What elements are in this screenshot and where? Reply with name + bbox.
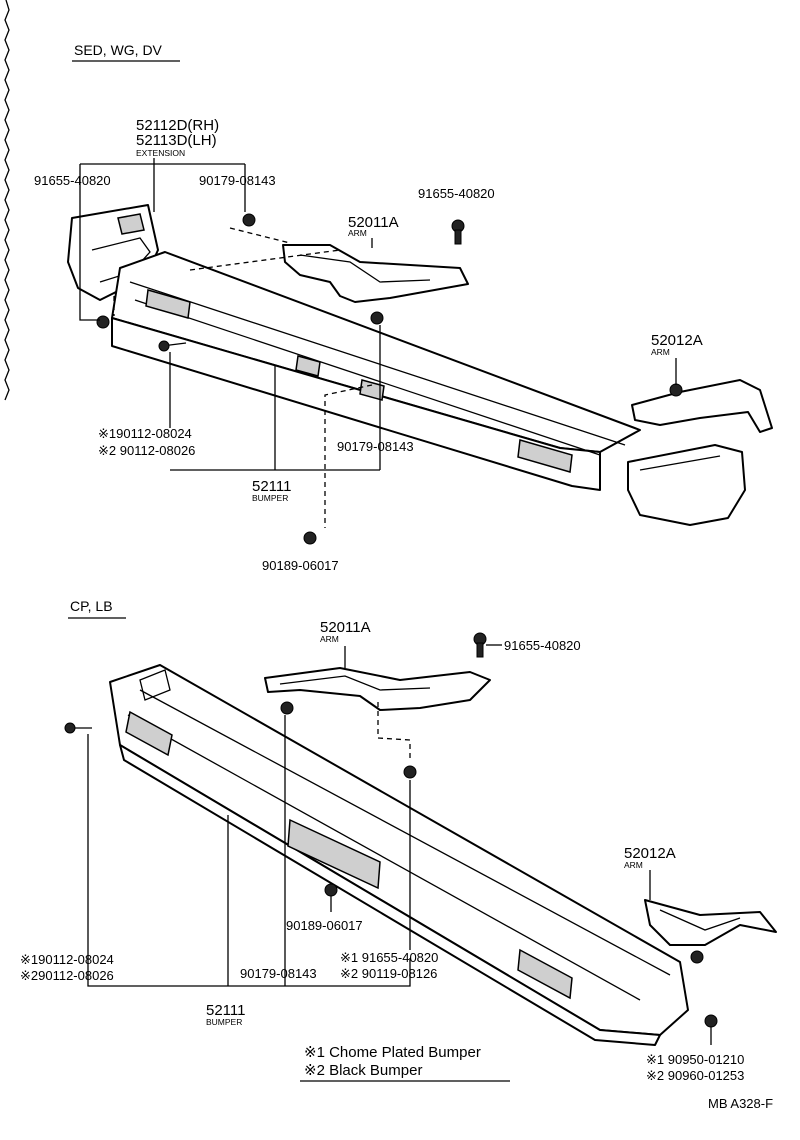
nut-lower-top-icon (370, 311, 384, 325)
label-clip-bottom: 90189-06017 (286, 918, 363, 933)
nut-bottom-icon (280, 701, 294, 715)
corner-cap-right (627, 444, 746, 526)
label-arm-right-no-bottom: 52012A (624, 845, 676, 862)
leader-dash-bottom1 (377, 702, 411, 760)
leader-dash-top1 (229, 227, 291, 244)
bumper-bottom-plate (287, 818, 381, 890)
bumper-bottom-lamp-right (517, 948, 573, 1000)
bumper-top-slot-mid (295, 355, 321, 377)
label-arm-left-name-bottom: ARM (320, 634, 339, 644)
label-bolt-a2-top: ※2 90112-08026 (98, 443, 195, 458)
leader-dash-top3 (324, 384, 373, 528)
bumper-bottom-inner-top (139, 669, 171, 701)
label-bolt-a1-top: ※190112-08024 (98, 426, 192, 441)
label-arm-right-name-bottom: ARM (624, 860, 643, 870)
label-bolt-a2-bottom: ※290112-08026 (20, 968, 114, 983)
bumper-top-edge2 (134, 299, 601, 456)
leader-bumper-top (170, 325, 381, 471)
bolt-carriage-bottom-head (64, 722, 76, 734)
label-bolt-c1-bottom: ※1 90950-01210 (646, 1052, 744, 1067)
torn-edge (4, 0, 10, 401)
label-arm-right-no-top: 52012A (651, 332, 703, 349)
footer-code: MB A328-F (708, 1096, 773, 1111)
arm-52011a-top-detail (299, 254, 431, 283)
clip-top-icon (303, 531, 317, 545)
bumper-top-face (111, 317, 601, 491)
label-bolt-b1-bottom: ※1 91655-40820 (340, 950, 438, 965)
label-bumper-name-top: BUMPER (252, 493, 288, 503)
leader-extension (79, 158, 246, 321)
label-bolt-arm-bottom: 91655-40820 (504, 638, 581, 653)
label-bolt-left-top: 91655-40820 (34, 173, 111, 188)
leader-dash-top4 (189, 249, 341, 271)
legend-item-1: ※1 Chome Plated Bumper (304, 1044, 481, 1061)
label-bolt-c2-bottom: ※2 90960-01253 (646, 1068, 744, 1083)
label-extension-lh: 52113D(LH) (136, 132, 217, 149)
bolt-c-bottom-icon (704, 1014, 718, 1028)
extension-slot (117, 213, 145, 235)
label-clip-top: 90189-06017 (262, 558, 339, 573)
label-bumper-name-bottom: BUMPER (206, 1017, 242, 1027)
arm-52011a-bottom-detail (279, 675, 431, 691)
label-arm-left-no-top: 52011A (348, 214, 399, 231)
label-bolt-a1-bottom: ※190112-08024 (20, 952, 114, 967)
bolt-arm-bottom-shank (476, 642, 484, 658)
leader-bolt-carriage-bottom (87, 734, 411, 987)
label-nut-lower-top: 90179-08143 (337, 439, 414, 454)
section-heading-bottom: CP, LB (70, 598, 113, 614)
legend-item-2: ※2 Black Bumper (304, 1062, 422, 1079)
bumper-bottom-top-edge (139, 689, 671, 976)
label-bolt-b2-bottom: ※2 90119-08126 (340, 966, 437, 981)
bolt-carriage-top-head (158, 340, 170, 352)
nut-arm-right-top-icon (669, 383, 683, 397)
arm-52012a-bottom (644, 899, 777, 946)
bolt-b-bottom-icon (403, 765, 417, 779)
label-arm-right-name-top: ARM (651, 347, 670, 357)
section-heading-top: SED, WG, DV (74, 42, 163, 58)
bumper-top-edge (129, 281, 626, 446)
bumper-bottom-mid-edge (127, 714, 641, 1001)
corner-cap-right-shadow (639, 455, 721, 471)
label-extension-rh: 52112D(RH) (136, 117, 219, 134)
bumper-top-lamp-left (145, 289, 191, 319)
clip-bottom-icon (324, 883, 338, 897)
label-bumper-no-bottom: 52111 (206, 1002, 246, 1019)
label-nut-top: 90179-08143 (199, 173, 276, 188)
label-nut-bottom: 90179-08143 (240, 966, 317, 981)
bumper-top-lamp-right (517, 439, 573, 473)
arm-52012a-bottom-detail (659, 909, 741, 931)
bolt-arm-top-shank (454, 229, 462, 245)
bumper-bottom-lamp-left (125, 710, 173, 757)
bolt-left-top-icon (96, 315, 110, 329)
label-arm-left-name-top: ARM (348, 228, 367, 238)
nut-top-icon (242, 213, 256, 227)
label-extension-name: EXTENSION (136, 148, 185, 158)
bumper-bottom-face (119, 744, 661, 1046)
bumper-top-slot-mid2 (359, 379, 385, 401)
label-bolt-arm-top: 91655-40820 (418, 186, 495, 201)
label-arm-left-no-bottom: 52011A (320, 619, 371, 636)
arm-52012a-top (631, 379, 773, 433)
label-bumper-no-top: 52111 (252, 478, 292, 495)
nut-arm-right-bottom-icon (690, 950, 704, 964)
